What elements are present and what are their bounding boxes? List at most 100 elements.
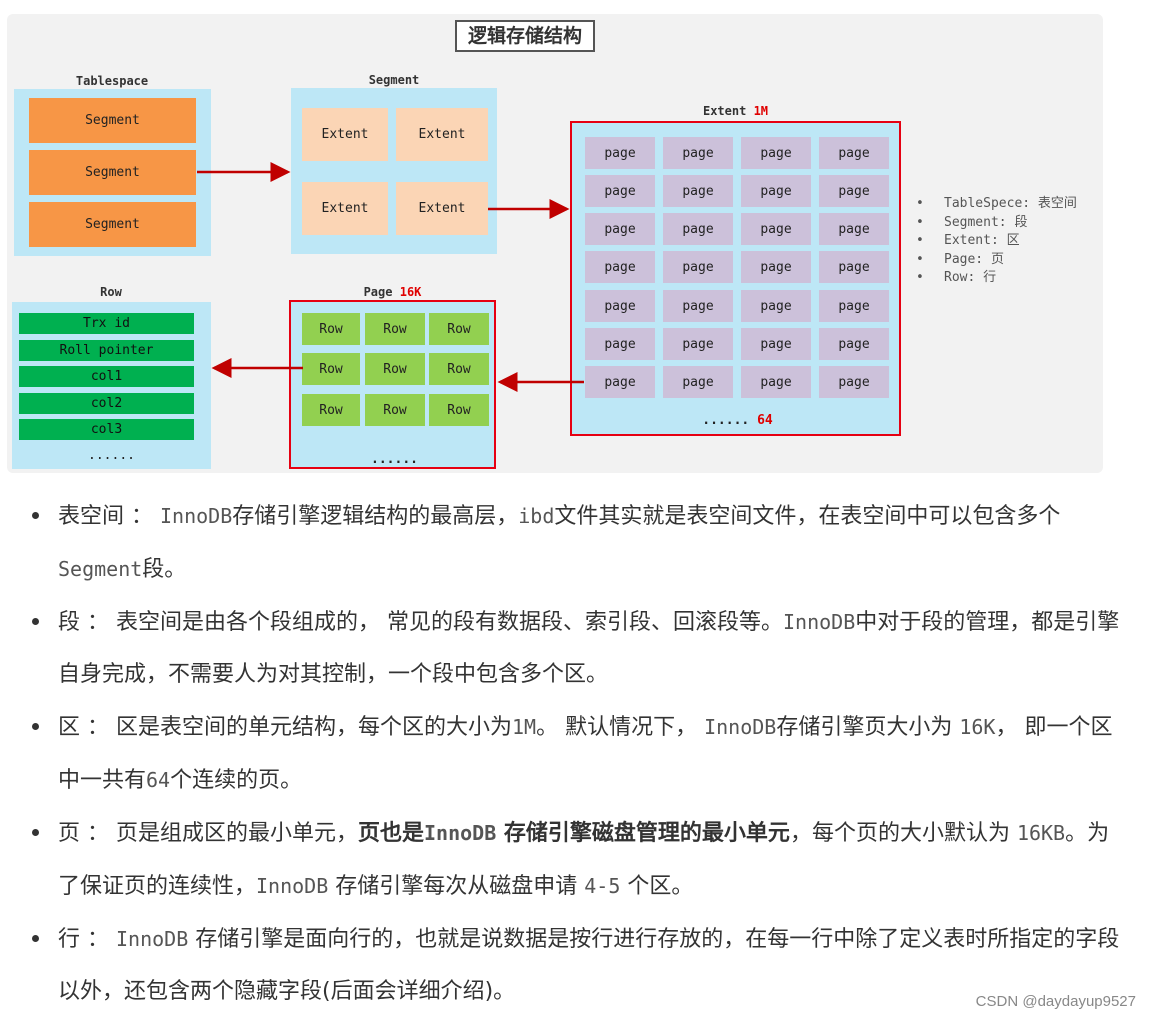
page-label-text: Page	[363, 285, 393, 299]
segment-block: Segment	[29, 98, 196, 143]
page-cell: page	[819, 251, 889, 283]
row-cell: Row	[429, 394, 489, 426]
legend-item: •Segment: 段	[916, 214, 1028, 230]
inline-code: Segment	[58, 557, 143, 581]
column-col2: col2	[19, 393, 194, 414]
column-col3: col3	[19, 419, 194, 440]
text-run: 个区。	[620, 874, 694, 899]
page-cell: page	[819, 290, 889, 322]
description-text: 表空间 ： InnoDB存储引擎逻辑结构的最高层，ibd文件其实就是表空间文件，…	[58, 504, 1060, 582]
text-run: 文件其实就是表空间文件，在表空间中可以包含多个	[554, 504, 1061, 529]
text-run: 页 ： 页是组成区的最小单元，	[58, 821, 358, 846]
row-cell: Row	[365, 353, 425, 385]
description-text: 区 ： 区是表空间的单元结构，每个区的大小为1M。 默认情况下， InnoDB存…	[58, 715, 1112, 793]
page-dots: ......	[371, 452, 418, 467]
inline-code: 4-5	[584, 874, 621, 898]
page-cell: page	[585, 137, 655, 169]
inline-code: ibd	[518, 504, 555, 528]
tablespace-label: Tablespace	[75, 74, 149, 88]
text-run: 存储引擎逻辑结构的最高层，	[232, 504, 519, 529]
page-cell: page	[585, 175, 655, 207]
extent-size: 1M	[753, 104, 769, 118]
segment-block: Segment	[29, 150, 196, 195]
inline-code: InnoDB	[160, 504, 233, 528]
text-run: ，每个页的大小默认为	[789, 821, 1017, 846]
bullet-icon	[32, 935, 39, 942]
row-cell: Row	[365, 313, 425, 345]
text-run: 行 ：	[58, 927, 116, 952]
extent-block: Extent	[396, 108, 488, 161]
segment-block: Segment	[29, 202, 196, 247]
text-run: 区 ： 区是表空间的单元结构，每个区的大小为	[58, 715, 512, 740]
text-run: 。为了保证页的连续性，	[58, 821, 1110, 899]
page-cell: page	[819, 328, 889, 360]
inline-code: 16KB	[1016, 821, 1066, 845]
diagram-title: 逻辑存储结构	[455, 20, 595, 52]
inline-code: InnoDB	[116, 927, 189, 951]
row-cell: Row	[302, 394, 360, 426]
row-label: Row	[100, 285, 122, 299]
text-run: 段 ： 表空间是由各个段组成的， 常见的段有数据段、索引段、回滚段等。	[58, 610, 783, 635]
page-cell: page	[585, 328, 655, 360]
extent-block: Extent	[302, 182, 388, 235]
inline-code: 1M	[512, 715, 537, 739]
row-cell: Row	[302, 353, 360, 385]
page-cell: page	[663, 290, 733, 322]
page-cell: page	[585, 251, 655, 283]
description-item: 段 ： 表空间是由各个段组成的， 常见的段有数据段、索引段、回滚段等。InnoD…	[30, 596, 1120, 701]
description-item: 区 ： 区是表空间的单元结构，每个区的大小为1M。 默认情况下， InnoDB存…	[30, 701, 1120, 807]
row-dots: ......	[88, 448, 135, 463]
legend-item: •Extent: 区	[916, 233, 1020, 248]
legend-item: •Row: 行	[916, 270, 997, 285]
text-run: ， 即一个区中一共有	[58, 715, 1113, 793]
extent-page-count: 64	[757, 413, 773, 428]
row-panel: Trx id Roll pointer col1 col2 col3 .....…	[12, 302, 211, 469]
inline-code: InnoDB	[256, 874, 329, 898]
text-run: 存储引擎磁盘管理的最小单元	[496, 821, 790, 846]
page-cell: page	[585, 290, 655, 322]
extent-label: Extent 1M	[570, 104, 901, 118]
extent-block: Extent	[302, 108, 388, 161]
row-cell: Row	[429, 313, 489, 345]
text-run: 存储引擎每次从磁盘申请	[328, 874, 585, 899]
text-run: 存储引擎页大小为	[776, 715, 960, 740]
extent-more: ...... 64	[572, 413, 903, 428]
page-cell: page	[741, 137, 811, 169]
column-col1: col1	[19, 366, 194, 387]
row-cell: Row	[429, 353, 489, 385]
text-run: 。 默认情况下，	[536, 715, 705, 740]
page-cell: page	[819, 213, 889, 245]
text-run: 中对于段的管理，都是引擎自身完成，不需要人为对其控制，一个段中包含多个区。	[58, 610, 1120, 687]
page-cell: page	[741, 175, 811, 207]
page-cell: page	[741, 290, 811, 322]
page-cell: page	[585, 213, 655, 245]
inline-code: InnoDB	[782, 610, 856, 634]
extent-block: Extent	[396, 182, 488, 235]
extent-label-text: Extent	[702, 104, 747, 118]
text-run: 个连续的页。	[170, 768, 303, 793]
extent-dots: ......	[702, 413, 750, 428]
row-cell: Row	[365, 394, 425, 426]
page-label: Page 16K	[289, 285, 496, 299]
bullet-icon	[32, 512, 39, 519]
column-roll-pointer: Roll pointer	[19, 340, 194, 361]
inline-code: InnoDB	[424, 821, 497, 845]
description-text: 行 ： InnoDB 存储引擎是面向行的，也就是说数据是按行进行存放的，在每一行…	[58, 927, 1119, 1004]
page-cell: page	[585, 366, 655, 398]
description-text: 段 ： 表空间是由各个段组成的， 常见的段有数据段、索引段、回滚段等。InnoD…	[58, 610, 1119, 687]
segment-panel: Extent Extent Extent Extent	[291, 88, 497, 254]
bullet-icon	[32, 618, 39, 625]
page-cell: page	[741, 328, 811, 360]
page-cell: page	[741, 213, 811, 245]
description-text: 页 ： 页是组成区的最小单元，页也是InnoDB 存储引擎磁盘管理的最小单元，每…	[58, 821, 1109, 899]
page-cell: page	[741, 366, 811, 398]
bullet-icon	[32, 723, 39, 730]
page-cell: page	[663, 175, 733, 207]
text-run: 表空间 ：	[58, 504, 160, 529]
inline-code: 16K	[959, 715, 996, 739]
text-run: 页也是	[358, 821, 425, 846]
page-cell: page	[819, 366, 889, 398]
segment-label: Segment	[368, 73, 420, 87]
page-cell: page	[663, 137, 733, 169]
